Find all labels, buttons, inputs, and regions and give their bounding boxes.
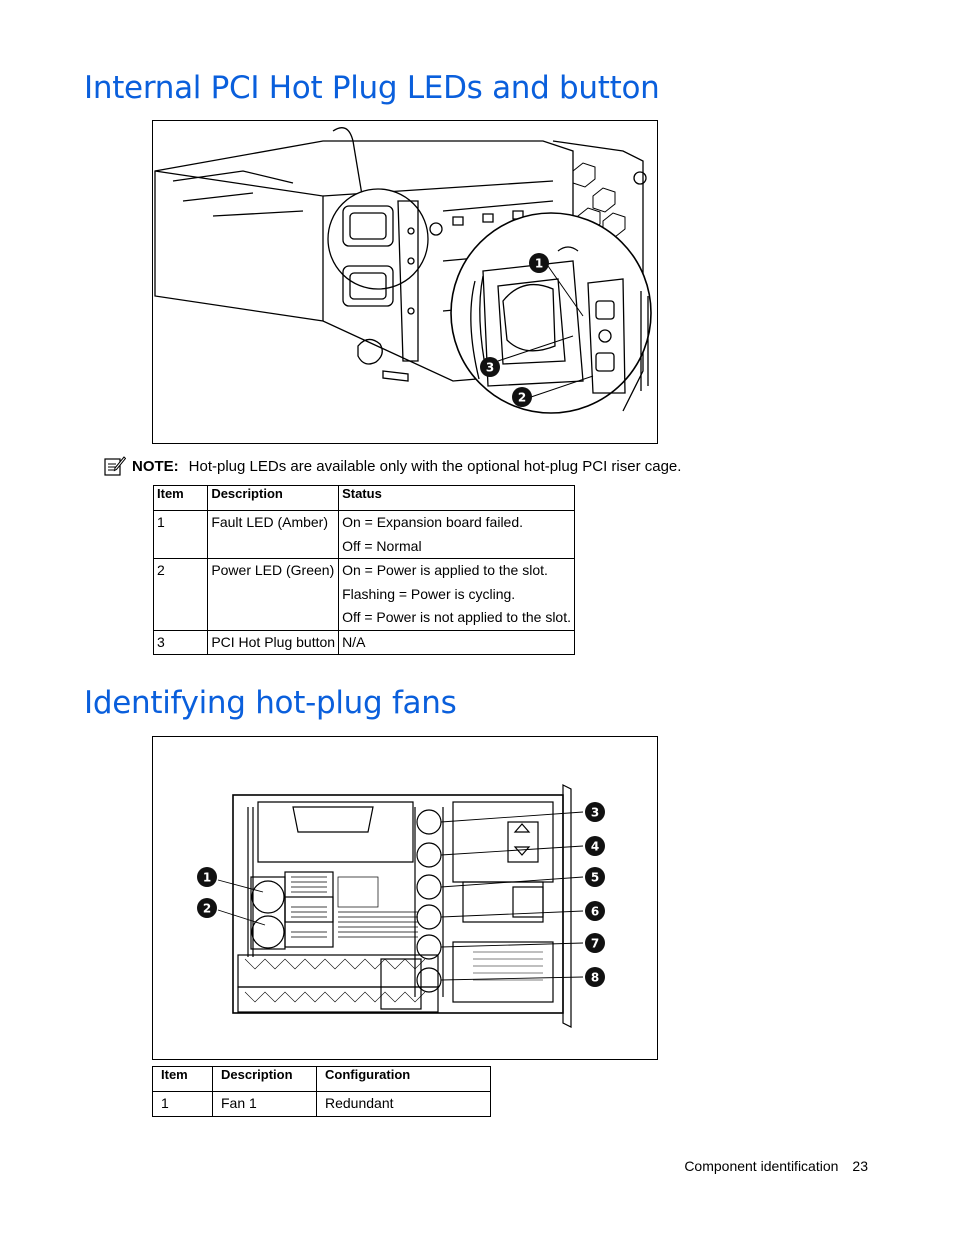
svg-text:2: 2	[518, 391, 526, 405]
pci-riser-drawing: 1 3 2	[154, 127, 652, 414]
footer-section: Component identification	[684, 1158, 839, 1174]
page-footer: Component identification 23	[684, 1158, 868, 1174]
svg-text:5: 5	[591, 871, 599, 885]
callout-3: 3	[480, 357, 500, 377]
status-line: Flashing = Power is cycling.	[342, 585, 516, 602]
page-number: 23	[852, 1158, 868, 1174]
note-label: NOTE:	[132, 457, 179, 475]
svg-text:2: 2	[203, 902, 211, 916]
table-cell-status: On = Power is applied to the slot. Flash…	[338, 558, 575, 631]
table-cell-item: 3	[152, 629, 209, 655]
svg-text:4: 4	[591, 840, 599, 854]
svg-text:6: 6	[591, 905, 599, 919]
table-cell-description: Fault LED (Amber)	[207, 510, 340, 559]
svg-text:3: 3	[486, 361, 494, 375]
note-text: Hot-plug LEDs are available only with th…	[188, 457, 682, 475]
server-top-view-drawing: 1 2 3 4 5 6 7 8	[197, 784, 605, 1028]
callout-5: 5	[585, 867, 605, 887]
svg-text:8: 8	[591, 971, 599, 985]
table-header-item: Item	[152, 485, 209, 511]
svg-text:1: 1	[535, 257, 543, 271]
svg-text:7: 7	[591, 937, 599, 951]
table-header-item: Item	[152, 1066, 213, 1092]
section-title-pci-hot-plug: Internal PCI Hot Plug LEDs and button	[84, 70, 660, 106]
table-cell-description: PCI Hot Plug button	[207, 629, 340, 655]
hot-plug-fans-illustration: 1 2 3 4 5 6 7 8	[152, 736, 658, 1060]
fan-table: Item Description Configuration 1 Fan 1 R…	[152, 1066, 491, 1117]
callout-4: 4	[585, 836, 605, 856]
svg-text:3: 3	[591, 806, 599, 820]
table-cell-item: 1	[152, 1091, 213, 1117]
callout-1: 1	[197, 867, 217, 887]
table-cell-item: 1	[152, 510, 209, 559]
callout-7: 7	[585, 933, 605, 953]
table-row: 2 Power LED (Green) On = Power is applie…	[152, 558, 575, 631]
callout-3: 3	[585, 802, 605, 822]
table-cell-description: Power LED (Green)	[207, 558, 340, 631]
callout-2: 2	[197, 898, 217, 918]
section-title-hot-plug-fans: Identifying hot-plug fans	[84, 685, 457, 721]
table-cell-status: On = Expansion board failed. Off = Norma…	[338, 510, 575, 559]
callout-2: 2	[512, 387, 532, 407]
status-line: Off = Normal	[342, 537, 422, 554]
table-header-status: Status	[338, 485, 575, 511]
callout-6: 6	[585, 901, 605, 921]
pci-riser-illustration: 1 3 2	[152, 120, 658, 444]
table-cell-status: N/A	[338, 629, 575, 655]
table-row: 1 Fault LED (Amber) On = Expansion board…	[152, 510, 575, 559]
status-line: On = Power is applied to the slot.	[342, 562, 548, 578]
table-row: 3 PCI Hot Plug button N/A	[152, 629, 575, 655]
status-line: Off = Power is not applied to the slot.	[342, 609, 571, 625]
table-header-description: Description	[207, 485, 340, 511]
table-cell-configuration: Redundant	[316, 1091, 491, 1117]
svg-text:1: 1	[203, 871, 211, 885]
pci-led-table: Item Description Status 1 Fault LED (Amb…	[152, 485, 575, 655]
table-row: 1 Fan 1 Redundant	[152, 1091, 491, 1117]
note-icon	[104, 456, 126, 476]
note: NOTE: Hot-plug LEDs are available only w…	[104, 456, 681, 476]
callout-8: 8	[585, 967, 605, 987]
table-cell-item: 2	[152, 558, 209, 631]
table-cell-description: Fan 1	[212, 1091, 317, 1117]
status-line: On = Expansion board failed.	[342, 514, 524, 530]
table-header-description: Description	[212, 1066, 317, 1092]
callout-1: 1	[529, 253, 549, 273]
table-header-configuration: Configuration	[316, 1066, 491, 1092]
